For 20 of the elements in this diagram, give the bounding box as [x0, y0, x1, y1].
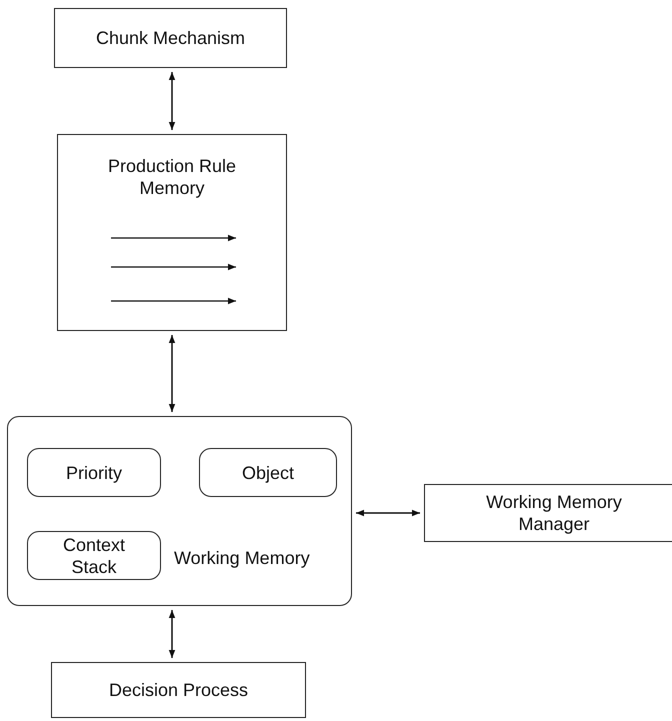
box-label: Decision Process — [108, 679, 248, 701]
process-box — [424, 484, 672, 542]
rounded-box — [27, 448, 161, 497]
group-label: Working Memory — [174, 547, 310, 569]
box-label: Object — [242, 462, 294, 484]
rounded-box — [7, 416, 352, 606]
double-arrow — [168, 72, 176, 130]
process-box — [57, 134, 287, 331]
process-box — [54, 8, 287, 68]
process-box — [51, 662, 306, 718]
box-label: Working Memory Manager — [485, 491, 623, 535]
double-arrow — [356, 510, 420, 516]
rounded-box — [27, 531, 161, 580]
box-label: Priority — [66, 462, 122, 484]
rounded-box — [199, 448, 337, 497]
box-label: Production Rule Memory — [106, 155, 238, 199]
double-arrow — [168, 610, 176, 658]
box-label: Chunk Mechanism — [96, 27, 246, 49]
double-arrow — [168, 335, 176, 412]
box-label: Context Stack — [62, 534, 126, 578]
